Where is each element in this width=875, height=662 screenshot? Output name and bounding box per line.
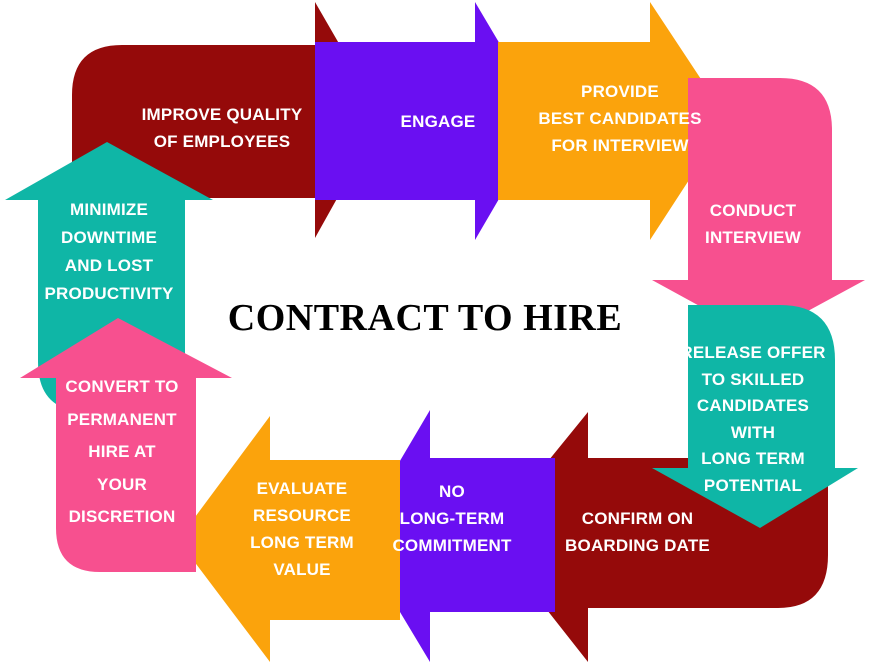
step-convert-arrow xyxy=(20,318,232,572)
step-evaluate-arrow xyxy=(178,416,400,662)
step-improve-label: IMPROVE QUALITY OF EMPLOYEES xyxy=(141,105,303,151)
step-no-commitment-label: NO LONG-TERM COMMITMENT xyxy=(392,482,512,555)
diagram-title: CONTRACT TO HIRE xyxy=(227,297,623,339)
step-conduct-arrow xyxy=(652,78,865,338)
step-release-label: RELEASE OFFER TO SKILLED CANDIDATES WITH… xyxy=(680,343,826,495)
step-no-commitment-arrow xyxy=(355,410,555,662)
step-convert-label: CONVERT TO PERMANENT HIRE AT YOUR DISCRE… xyxy=(65,377,179,526)
step-minimize-label: MINIMIZE DOWNTIME AND LOST PRODUCTIVITY xyxy=(44,200,174,303)
step-provide-label: PROVIDE BEST CANDIDATES FOR INTERVIEW xyxy=(538,82,702,155)
step-engage-label: ENGAGE xyxy=(400,112,476,131)
step-provide-arrow xyxy=(498,2,728,240)
step-evaluate-label: EVALUATE RESOURCE LONG TERM VALUE xyxy=(250,479,354,579)
step-conduct-label: CONDUCT INTERVIEW xyxy=(705,201,801,247)
step-engage-arrow xyxy=(315,2,545,240)
step-confirm-label: CONFIRM ON BOARDING DATE xyxy=(565,509,710,555)
step-release-arrow xyxy=(652,305,858,528)
